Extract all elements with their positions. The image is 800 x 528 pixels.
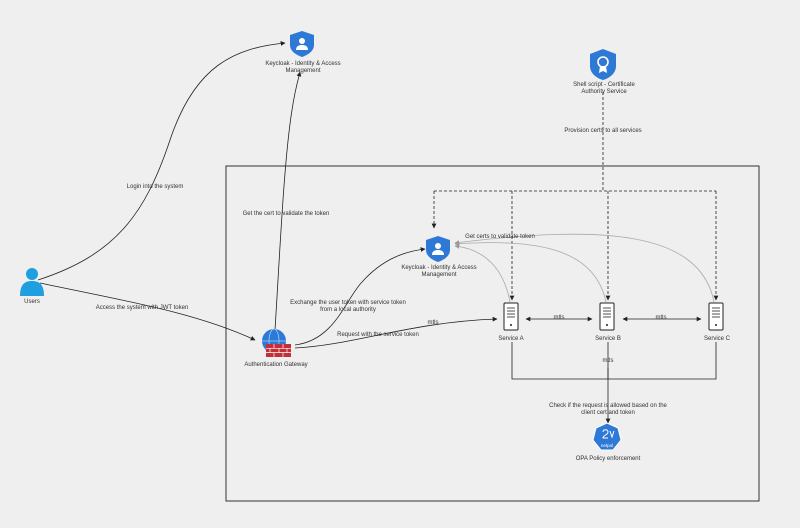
edge-label-get-certs: Get certs to validate token	[465, 234, 535, 240]
service-c-label: Service C	[703, 336, 731, 342]
certificate-badge-icon[interactable]	[590, 49, 616, 80]
service-c-server-icon[interactable]	[708, 302, 724, 331]
opa-label: OPA Policy enforcement	[575, 456, 641, 462]
edge-label-access-jwt: Access the system with JWT token	[95, 305, 189, 311]
edge-login	[37, 41, 286, 281]
service-b-server-icon[interactable]	[599, 302, 615, 331]
edge-certs-a	[454, 244, 511, 303]
service-a-label: Service A	[498, 336, 524, 342]
firewall-globe-icon[interactable]	[262, 328, 291, 357]
edge-label-exchange: Exchange the user token with service tok…	[290, 300, 406, 313]
system-boundary	[225, 165, 760, 502]
edge-label-mtls-bc: mtls	[655, 315, 667, 321]
edge-label-request: Request with the service token	[337, 332, 419, 338]
edge-access-jwt	[39, 282, 256, 341]
edge-label-mtls-opa: mtls	[602, 358, 614, 364]
edge-label-mtls-ab: mtls	[553, 315, 565, 321]
keycloak-top-label: Keycloak - Identity & Access Management	[265, 61, 341, 74]
edge-certs-b	[454, 241, 607, 303]
kubernetes-netpol-icon[interactable]: netpol	[592, 422, 622, 451]
keycloak-top-shield-user-icon[interactable]	[290, 31, 314, 57]
edge-exchange	[294, 247, 426, 346]
keycloak-inner-label: Keycloak - Identity & Access Management	[401, 265, 477, 278]
edge-label-mtls-gateway: mtls	[427, 320, 439, 326]
edge-label-login: Login into the system	[126, 184, 184, 190]
opa-badge-text: netpol	[601, 443, 613, 448]
keycloak-inner-shield-user-icon[interactable]	[426, 236, 450, 262]
users-label: Users	[24, 299, 40, 305]
edge-certs-c	[454, 233, 715, 303]
shell-ca-label: Shell script - Certificate Authority Ser…	[573, 82, 635, 95]
edge-request	[294, 316, 498, 349]
edge-label-check: Check if the request is allowed based on…	[549, 403, 667, 416]
service-b-label: Service B	[595, 336, 621, 342]
edge-services-bus	[511, 342, 717, 380]
edge-get-cert	[274, 71, 302, 331]
user-icon[interactable]	[20, 268, 44, 296]
edge-label-provision: Provision certs to all services	[564, 128, 642, 134]
edge-label-get-cert: Get the cert to validate the token	[242, 211, 330, 217]
service-a-server-icon[interactable]	[503, 302, 519, 331]
gateway-label: Authentication Gateway	[244, 362, 308, 368]
